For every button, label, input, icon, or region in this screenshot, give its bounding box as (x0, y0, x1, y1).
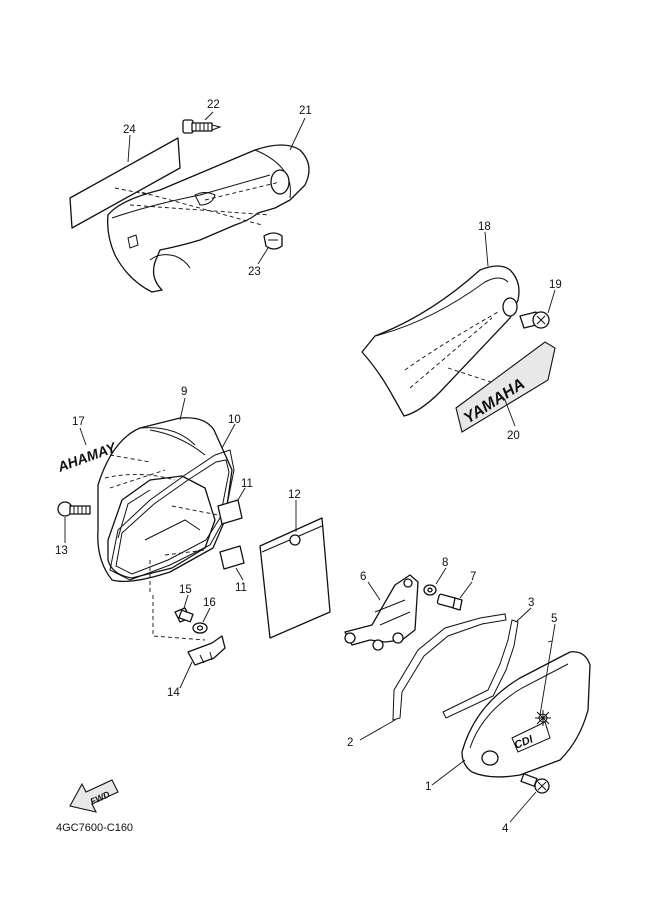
callout-2: 2 (347, 737, 353, 749)
callout-6: 6 (360, 571, 366, 583)
part-13-bolt (57, 501, 91, 517)
callout-1: 1 (425, 781, 431, 793)
callout-20: 20 (507, 430, 520, 442)
callout-14: 14 (167, 687, 180, 699)
callout-17: 17 (72, 416, 85, 428)
part-21-tail-cover (107, 144, 310, 293)
part-10-seal (109, 449, 235, 581)
callout-18: 18 (478, 221, 491, 233)
part-9-air-filter-case (97, 417, 233, 595)
callout-21: 21 (299, 105, 312, 117)
callout-19: 19 (549, 279, 562, 291)
part-24-tail-decal (69, 137, 181, 229)
callout-16: 16 (203, 597, 216, 609)
part-11-pad-lower (219, 545, 245, 570)
diagram-code: 4GC7600-C160 (56, 822, 133, 834)
part-15-bolt (174, 607, 194, 623)
part-6-bracket (344, 574, 419, 651)
callouts: 24 22 21 23 18 19 20 9 10 17 11 11 12 13… (55, 99, 562, 835)
callout-24: 24 (123, 124, 136, 136)
part-5-emblem (547, 639, 556, 643)
callout-23: 23 (248, 266, 261, 278)
leader-lines (64, 111, 556, 823)
part-19-screw (519, 311, 550, 329)
callout-3: 3 (528, 597, 534, 609)
part-8-washer (423, 584, 437, 596)
part-11-pad-upper (217, 499, 243, 525)
callout-15: 15 (179, 584, 192, 596)
callout-8: 8 (442, 557, 448, 569)
callout-11-lower: 11 (235, 582, 247, 594)
part-23-clip (263, 232, 283, 250)
part-7-bolt (436, 593, 463, 611)
part-1-side-cover: CDI (461, 651, 591, 778)
callout-4: 4 (502, 823, 509, 835)
part-22-bolt (182, 119, 222, 134)
part-16-washer (192, 622, 208, 634)
part-3-seal (442, 619, 519, 719)
callout-13: 13 (55, 545, 68, 557)
fwd-arrow-icon: FWD (69, 779, 119, 813)
callout-5: 5 (551, 613, 557, 625)
part-18-side-cover (361, 265, 520, 417)
callout-12: 12 (288, 489, 301, 501)
callout-9: 9 (181, 386, 187, 398)
part-12-sheet (259, 517, 331, 639)
callout-7: 7 (470, 571, 476, 583)
callout-11-upper: 11 (241, 478, 253, 490)
part-14-bracket (152, 595, 226, 666)
callout-10: 10 (228, 414, 241, 426)
callout-22: 22 (207, 99, 220, 111)
part-2-seal (392, 613, 507, 721)
part-4-screw (520, 773, 550, 794)
